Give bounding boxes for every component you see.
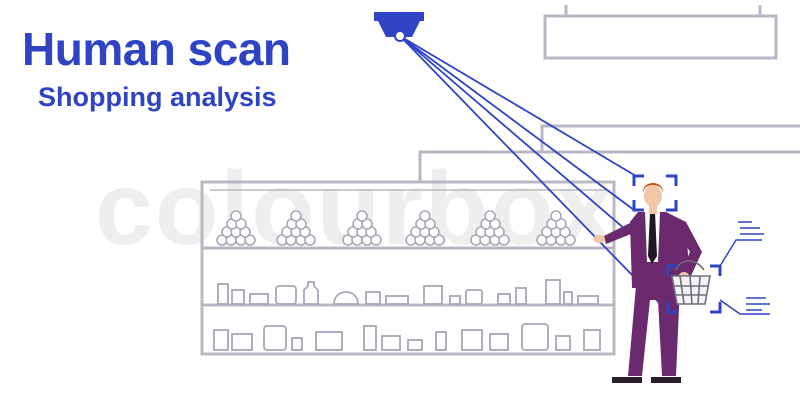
data-callouts [719,221,770,315]
headline-title: Human scan [22,23,291,75]
produce-piles [216,210,576,246]
shelf-goods-middle [217,279,599,305]
ceiling-sign [543,5,778,60]
face-scan-frame-icon [632,174,678,212]
back-shelves [418,124,800,182]
shopping-basket-icon [671,260,711,305]
display-cabinet [200,180,616,356]
shopper-figure [593,183,702,383]
scan-beams [399,35,669,313]
headline-subtitle: Shopping analysis [38,82,277,112]
security-camera-icon [374,12,424,42]
shelf-goods-bottom [213,323,601,351]
